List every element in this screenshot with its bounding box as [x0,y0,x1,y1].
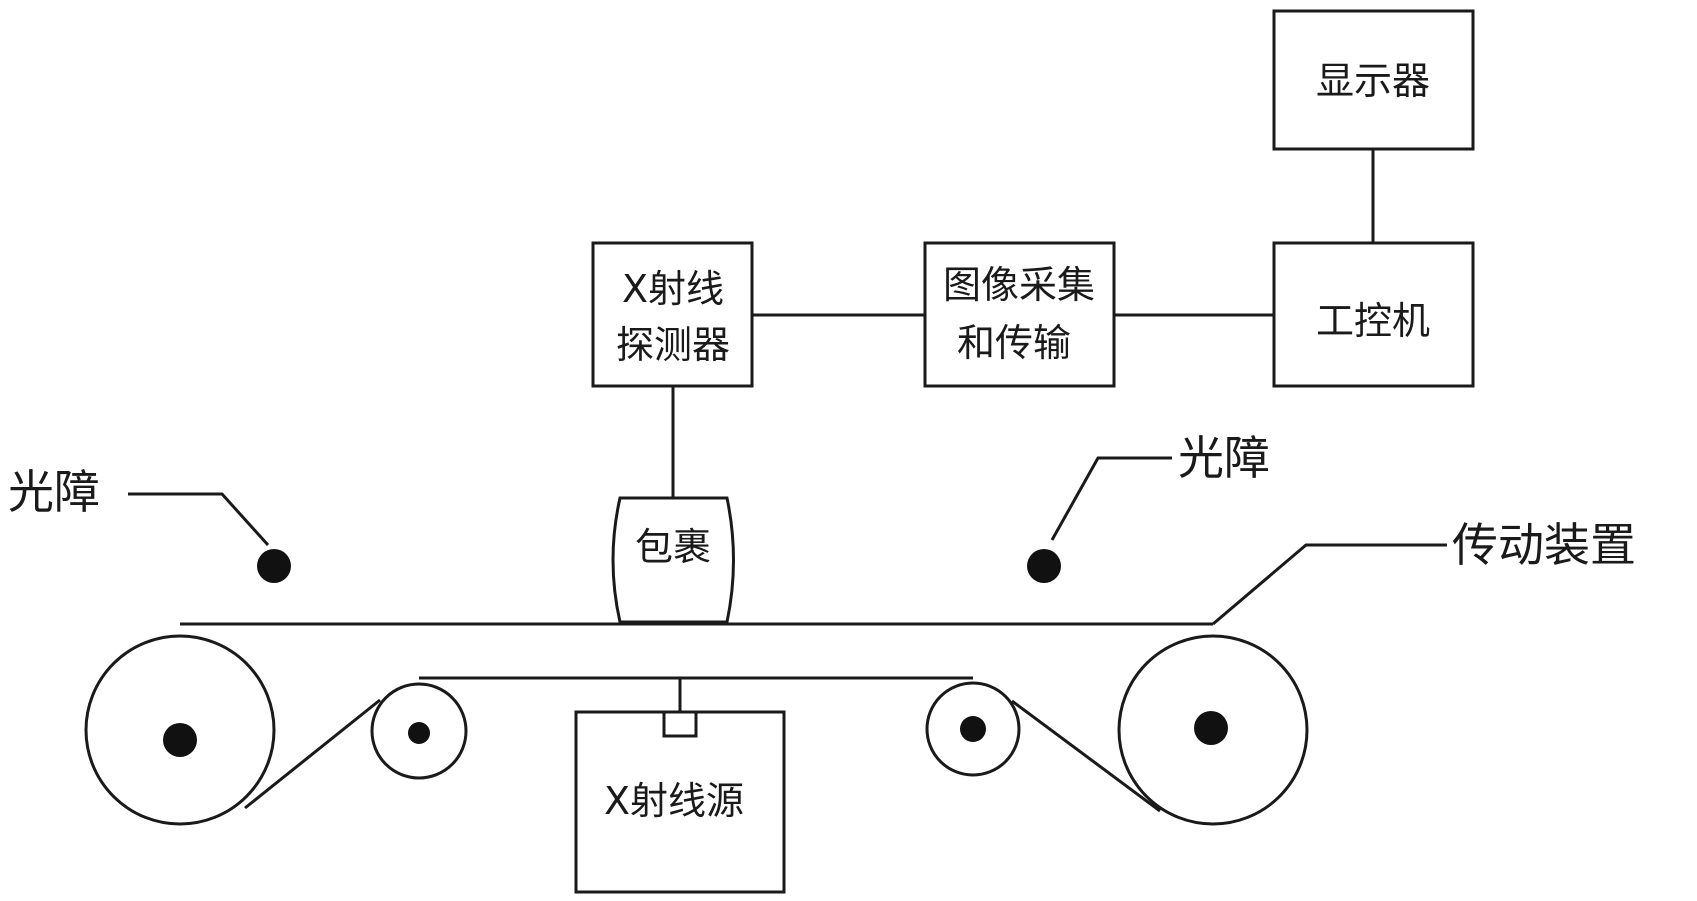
node-image-acq-line2: 和传输 [957,321,1071,365]
node-xray-detector: X射线 探测器 [591,241,754,388]
light-barrier-right: 光障 [1027,431,1270,583]
light-barrier-right-leader [1050,456,1172,541]
idler-roller-left [370,682,468,780]
light-barrier-right-sensor [1027,549,1061,583]
idler-roller-left-axle [408,722,430,744]
drive-roller-right [1117,634,1309,826]
node-package: 包裹 [611,496,735,624]
node-xray-detector-line2: 探测器 [616,323,730,367]
drive-roller-left-axle [163,723,197,757]
transmission-label: 传动装置 [1452,518,1636,572]
light-barrier-left-label: 光障 [8,465,100,519]
drive-roller-right-axle [1194,711,1228,745]
node-xray-source: X射线源 [574,710,786,894]
node-display: 显示器 [1272,9,1475,151]
light-barrier-left-leader [128,492,270,547]
light-barrier-right-label: 光障 [1178,431,1270,485]
node-xray-detector-line1: X射线 [622,267,724,311]
node-display-label: 显示器 [1316,59,1430,103]
idler-roller-right [925,681,1021,777]
light-barrier-left: 光障 [8,465,291,583]
conveyor [84,622,1309,826]
drive-roller-left [84,634,276,826]
idler-roller-right-axle [960,716,986,742]
belt-left-return [244,698,381,810]
node-ipc-label: 工控机 [1316,299,1430,343]
node-image-acq-line1: 图像采集 [943,263,1095,307]
transmission-leader [1212,543,1447,626]
xray-source-emitter [662,710,698,738]
node-image-acquisition: 图像采集 和传输 [923,241,1116,388]
node-package-label: 包裹 [635,525,711,569]
node-ipc: 工控机 [1272,241,1475,388]
node-xray-source-label: X射线源 [604,779,744,823]
transmission-label-group: 传动装置 [1212,518,1636,626]
light-barrier-left-sensor [257,549,291,583]
belt-right-return [1011,699,1161,813]
